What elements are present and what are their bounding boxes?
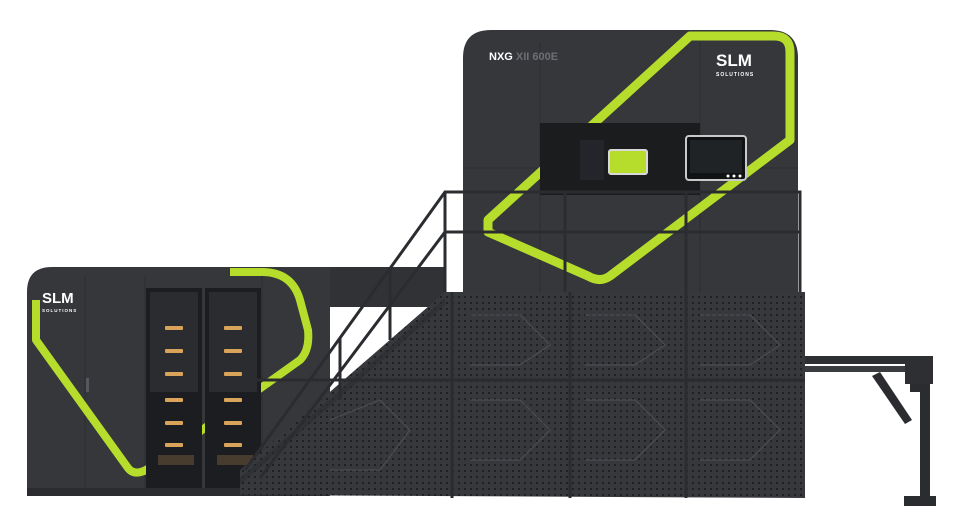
side-brand-logo: SLM SOLUTIONS [42,290,77,313]
chamber-window [608,149,648,175]
main-accent-stripe [483,31,795,284]
svg-text:SLM: SLM [716,51,752,70]
light-icon [165,326,242,447]
brand-logo: SLM SOLUTIONS [716,51,754,78]
svg-text:SLM: SLM [42,290,74,307]
main-machine: NXG XII 600E SLM SOLUTIONS [463,30,798,300]
model-name: NXG XII 600E [489,51,558,63]
left-machine: SLM SOLUTIONS [27,267,445,496]
conveyor [805,356,936,506]
svg-text:SOLUTIONS: SOLUTIONS [716,72,754,78]
screen-icon[interactable] [685,135,747,181]
railing [243,190,802,479]
svg-text:SOLUTIONS: SOLUTIONS [42,308,77,313]
left-accent-stripe [32,268,313,477]
